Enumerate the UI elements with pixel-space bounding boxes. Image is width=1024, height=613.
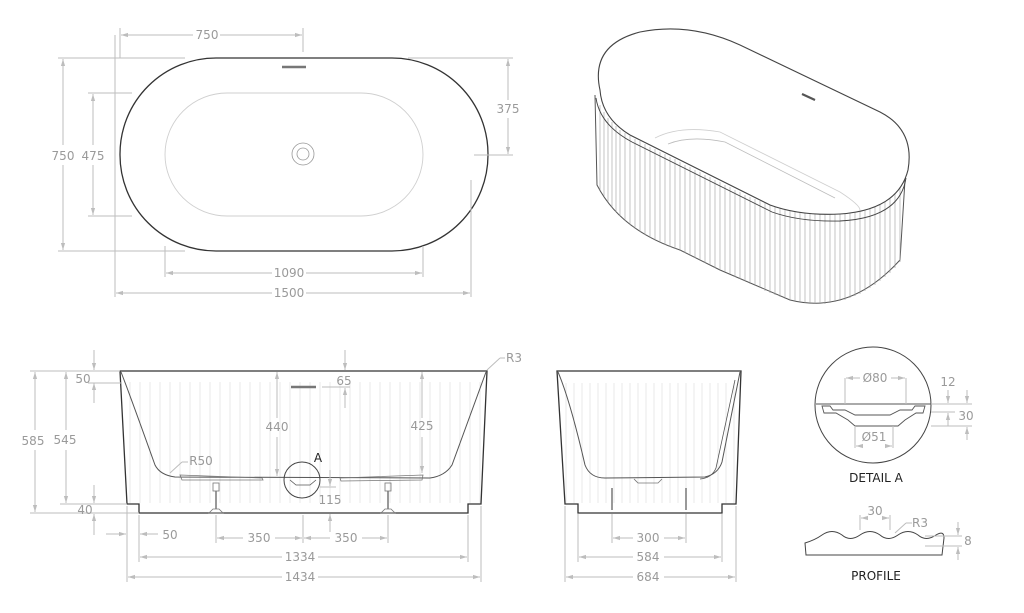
detail-a-callout-circle bbox=[283, 461, 321, 499]
dim-overall-height: 585 bbox=[22, 434, 45, 448]
iso-rim-edge bbox=[595, 97, 907, 222]
dim-overall-base-length: 1434 bbox=[285, 570, 316, 584]
profile-title: PROFILE bbox=[851, 569, 901, 583]
dim-overall-width: 750 bbox=[52, 149, 75, 163]
dim-side-foot-spacing: 300 bbox=[637, 531, 660, 545]
dim-profile-pitch: 30 bbox=[867, 504, 882, 518]
dim-corner-radius-top: R3 bbox=[506, 351, 522, 365]
side-view: 300 584 684 bbox=[556, 370, 742, 584]
side-flutes bbox=[565, 383, 735, 503]
side-inner-basin bbox=[557, 371, 741, 479]
dim-foot-spacing-left: 350 bbox=[248, 531, 271, 545]
tub-outer-outline bbox=[119, 57, 489, 252]
dim-side-plinth-width: 584 bbox=[637, 550, 660, 564]
dim-half-width: 375 bbox=[497, 102, 520, 116]
dim-profile-depth: 8 bbox=[964, 534, 972, 548]
dim-profile-radius: R3 bbox=[912, 516, 928, 530]
waste-outer-ring bbox=[291, 142, 315, 166]
dim-detail-bottom-diameter: Ø51 bbox=[862, 430, 887, 444]
dim-plinth-height: 40 bbox=[77, 503, 92, 517]
dim-body-height: 545 bbox=[54, 433, 77, 447]
dim-overall-length: 1500 bbox=[274, 286, 305, 300]
isometric-view bbox=[594, 28, 910, 304]
dim-waste-offset: 750 bbox=[196, 28, 219, 42]
detail-a-circle bbox=[814, 346, 932, 464]
tub-inner-basin bbox=[164, 92, 424, 217]
detail-a-marker: A bbox=[314, 451, 323, 465]
iso-overflow-slot bbox=[801, 93, 816, 101]
profile-flute-section bbox=[804, 531, 945, 556]
dim-inner-width: 475 bbox=[82, 149, 105, 163]
dim-depth-at-waste: 440 bbox=[266, 420, 289, 434]
front-foot-left bbox=[208, 482, 224, 514]
waste-inner-ring bbox=[296, 147, 310, 161]
front-inner-basin bbox=[120, 371, 487, 479]
dim-plinth-inset: 50 bbox=[162, 528, 177, 542]
front-view: A 585 545 50 40 65 440 425 bbox=[22, 350, 522, 584]
dim-detail-recess: 12 bbox=[940, 375, 955, 389]
dim-overflow-depth: 65 bbox=[336, 374, 351, 388]
dim-inner-radius: R50 bbox=[189, 454, 213, 468]
dim-inner-length: 1090 bbox=[274, 266, 305, 280]
dim-plinth-length: 1334 bbox=[285, 550, 316, 564]
dim-inner-depth: 425 bbox=[411, 419, 434, 433]
dim-side-overall-width: 684 bbox=[637, 570, 660, 584]
front-flutes bbox=[129, 382, 481, 503]
dim-detail-top-diameter: Ø80 bbox=[863, 371, 888, 385]
dim-waste-height: 115 bbox=[319, 493, 342, 507]
detail-a-view: Ø80 Ø51 12 30 DETAIL A bbox=[814, 346, 974, 485]
top-view: 750 750 475 375 1090 1500 bbox=[52, 28, 520, 300]
dim-rim-thickness: 50 bbox=[75, 372, 90, 386]
detail-a-title: DETAIL A bbox=[849, 471, 903, 485]
dim-detail-depth: 30 bbox=[958, 409, 973, 423]
iso-rim-top bbox=[597, 28, 910, 215]
front-foot-right bbox=[380, 482, 396, 514]
iso-basin-inner bbox=[654, 129, 861, 211]
front-outer-outline bbox=[119, 370, 488, 514]
detail-a-waste-section bbox=[821, 405, 926, 427]
profile-view: 30 R3 8 PROFILE bbox=[804, 504, 972, 583]
dim-foot-spacing-right: 350 bbox=[335, 531, 358, 545]
iso-fluted-side bbox=[594, 94, 906, 304]
side-outer-outline bbox=[556, 370, 742, 514]
